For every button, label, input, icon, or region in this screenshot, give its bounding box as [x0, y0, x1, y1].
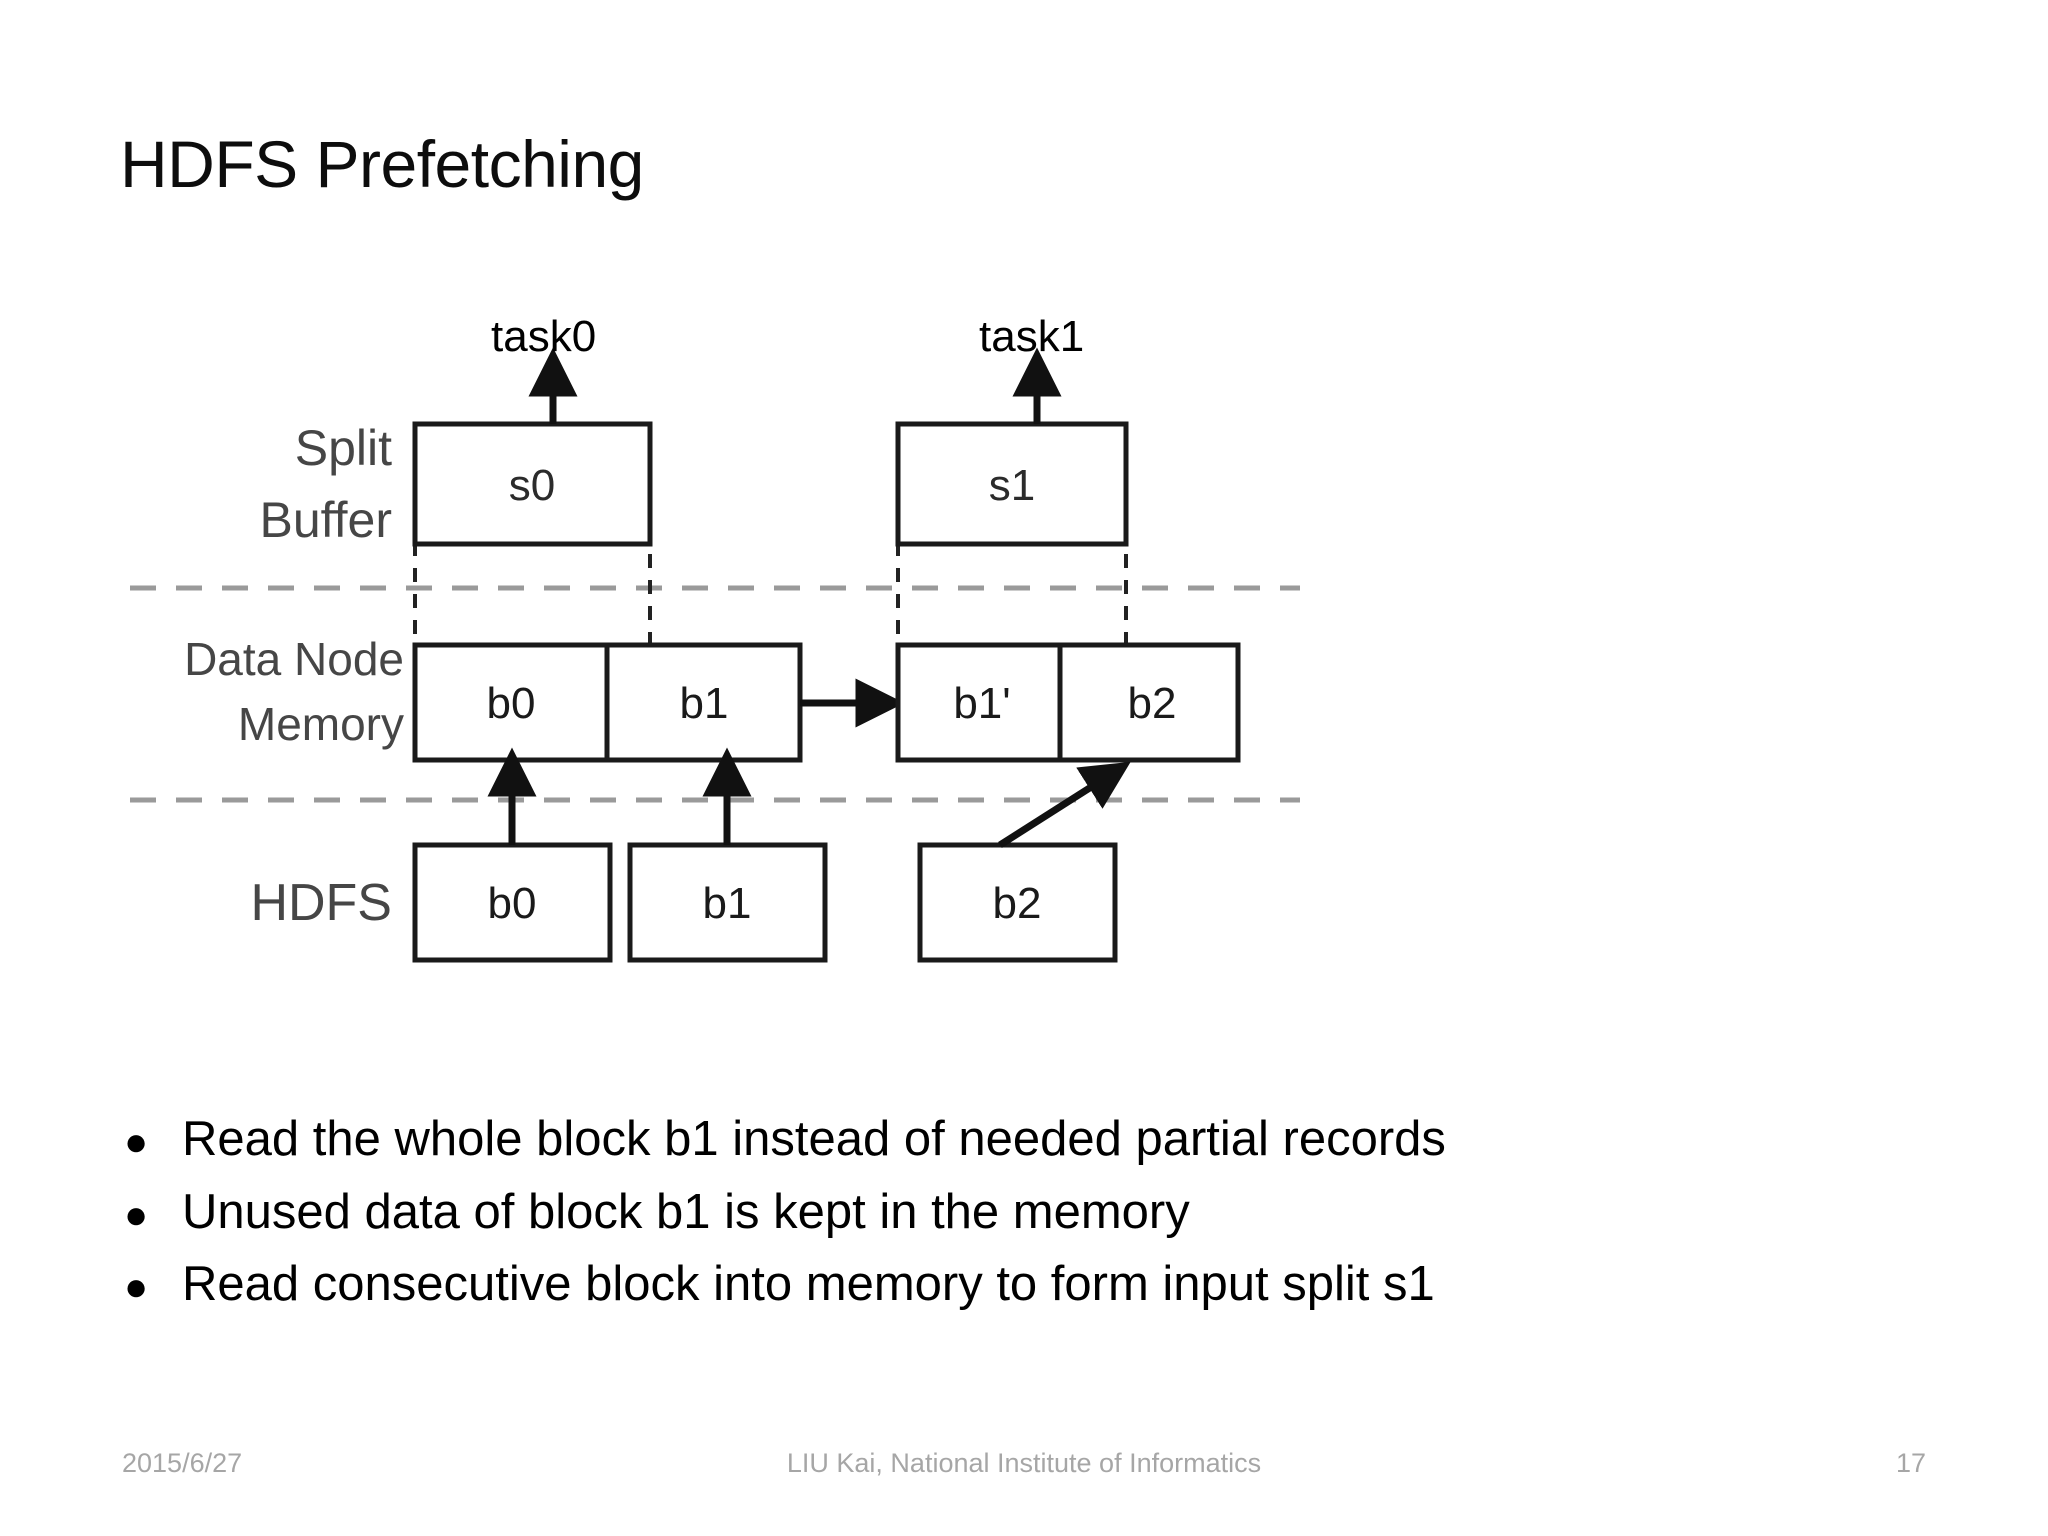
- label-split-buffer-line2: Buffer: [260, 492, 393, 548]
- label-data-node-line1: Data Node: [184, 633, 404, 685]
- memory-block-b1-label: b1: [680, 679, 729, 728]
- footer-date: 2015/6/27: [122, 1448, 243, 1478]
- bullet-item-2-text: Unused data of block b1 is kept in the m…: [182, 1184, 1190, 1239]
- memory-block-b0-label: b0: [487, 679, 536, 728]
- split-buffer-block-s0: s0: [412, 421, 653, 547]
- label-data-node-line2: Memory: [238, 698, 404, 750]
- split-buffer-block-s1-label: s1: [989, 461, 1035, 510]
- memory-block-b2-label: b2: [1128, 679, 1177, 728]
- bullet-list: ● Read the whole block b1 instead of nee…: [120, 1108, 1820, 1326]
- bullet-marker-icon: ●: [124, 1120, 149, 1164]
- diagram-svg: Split Buffer Data Node Memory HDFS s0 s1: [130, 347, 1300, 963]
- hdfs-block-b2-label: b2: [993, 879, 1042, 928]
- bullet-item-3-text: Read consecutive block into memory to fo…: [182, 1257, 1435, 1312]
- hdfs-block-b1: b1: [627, 842, 828, 963]
- footer-page-number: 17: [1895, 1448, 1926, 1478]
- bullet-marker-icon: ●: [124, 1265, 149, 1310]
- hdfs-prefetching-diagram: Split Buffer Data Node Memory HDFS s0 s1: [0, 0, 1400, 1000]
- footer-author: LIU Kai, National Institute of Informati…: [786, 1448, 1262, 1478]
- hdfs-block-b1-label: b1: [703, 879, 752, 928]
- memory-block-group-right: b1' b2: [895, 642, 1241, 763]
- hdfs-block-b2: b2: [917, 842, 1118, 963]
- label-hdfs: HDFS: [250, 874, 392, 932]
- label-split-buffer-line1: Split: [295, 420, 392, 476]
- split-buffer-block-s0-label: s0: [509, 461, 555, 510]
- bullet-item-1-text: Read the whole block b1 instead of neede…: [182, 1112, 1446, 1166]
- bullet-item-3: ● Read consecutive block into memory to …: [120, 1253, 1820, 1316]
- task0-label: task0: [491, 312, 597, 361]
- hdfs-block-b0: b0: [412, 842, 613, 963]
- prefetch-read-arrow-b2: [998, 761, 1131, 848]
- hdfs-block-b0-label: b0: [488, 879, 537, 928]
- bullet-marker-icon: ●: [124, 1192, 149, 1237]
- memory-block-group-left: b0 b1: [412, 642, 803, 763]
- bullet-item-2: ● Unused data of block b1 is kept in the…: [120, 1181, 1820, 1244]
- slide-footer: 2015/6/27 LIU Kai, National Institute of…: [0, 1448, 2048, 1498]
- split-buffer-block-s1: s1: [895, 421, 1129, 547]
- memory-block-b1prime-label: b1': [953, 679, 1010, 728]
- bullet-item-1: ● Read the whole block b1 instead of nee…: [120, 1108, 1820, 1171]
- task1-label: task1: [979, 312, 1085, 361]
- page-title: HDFS Prefetching: [120, 127, 644, 201]
